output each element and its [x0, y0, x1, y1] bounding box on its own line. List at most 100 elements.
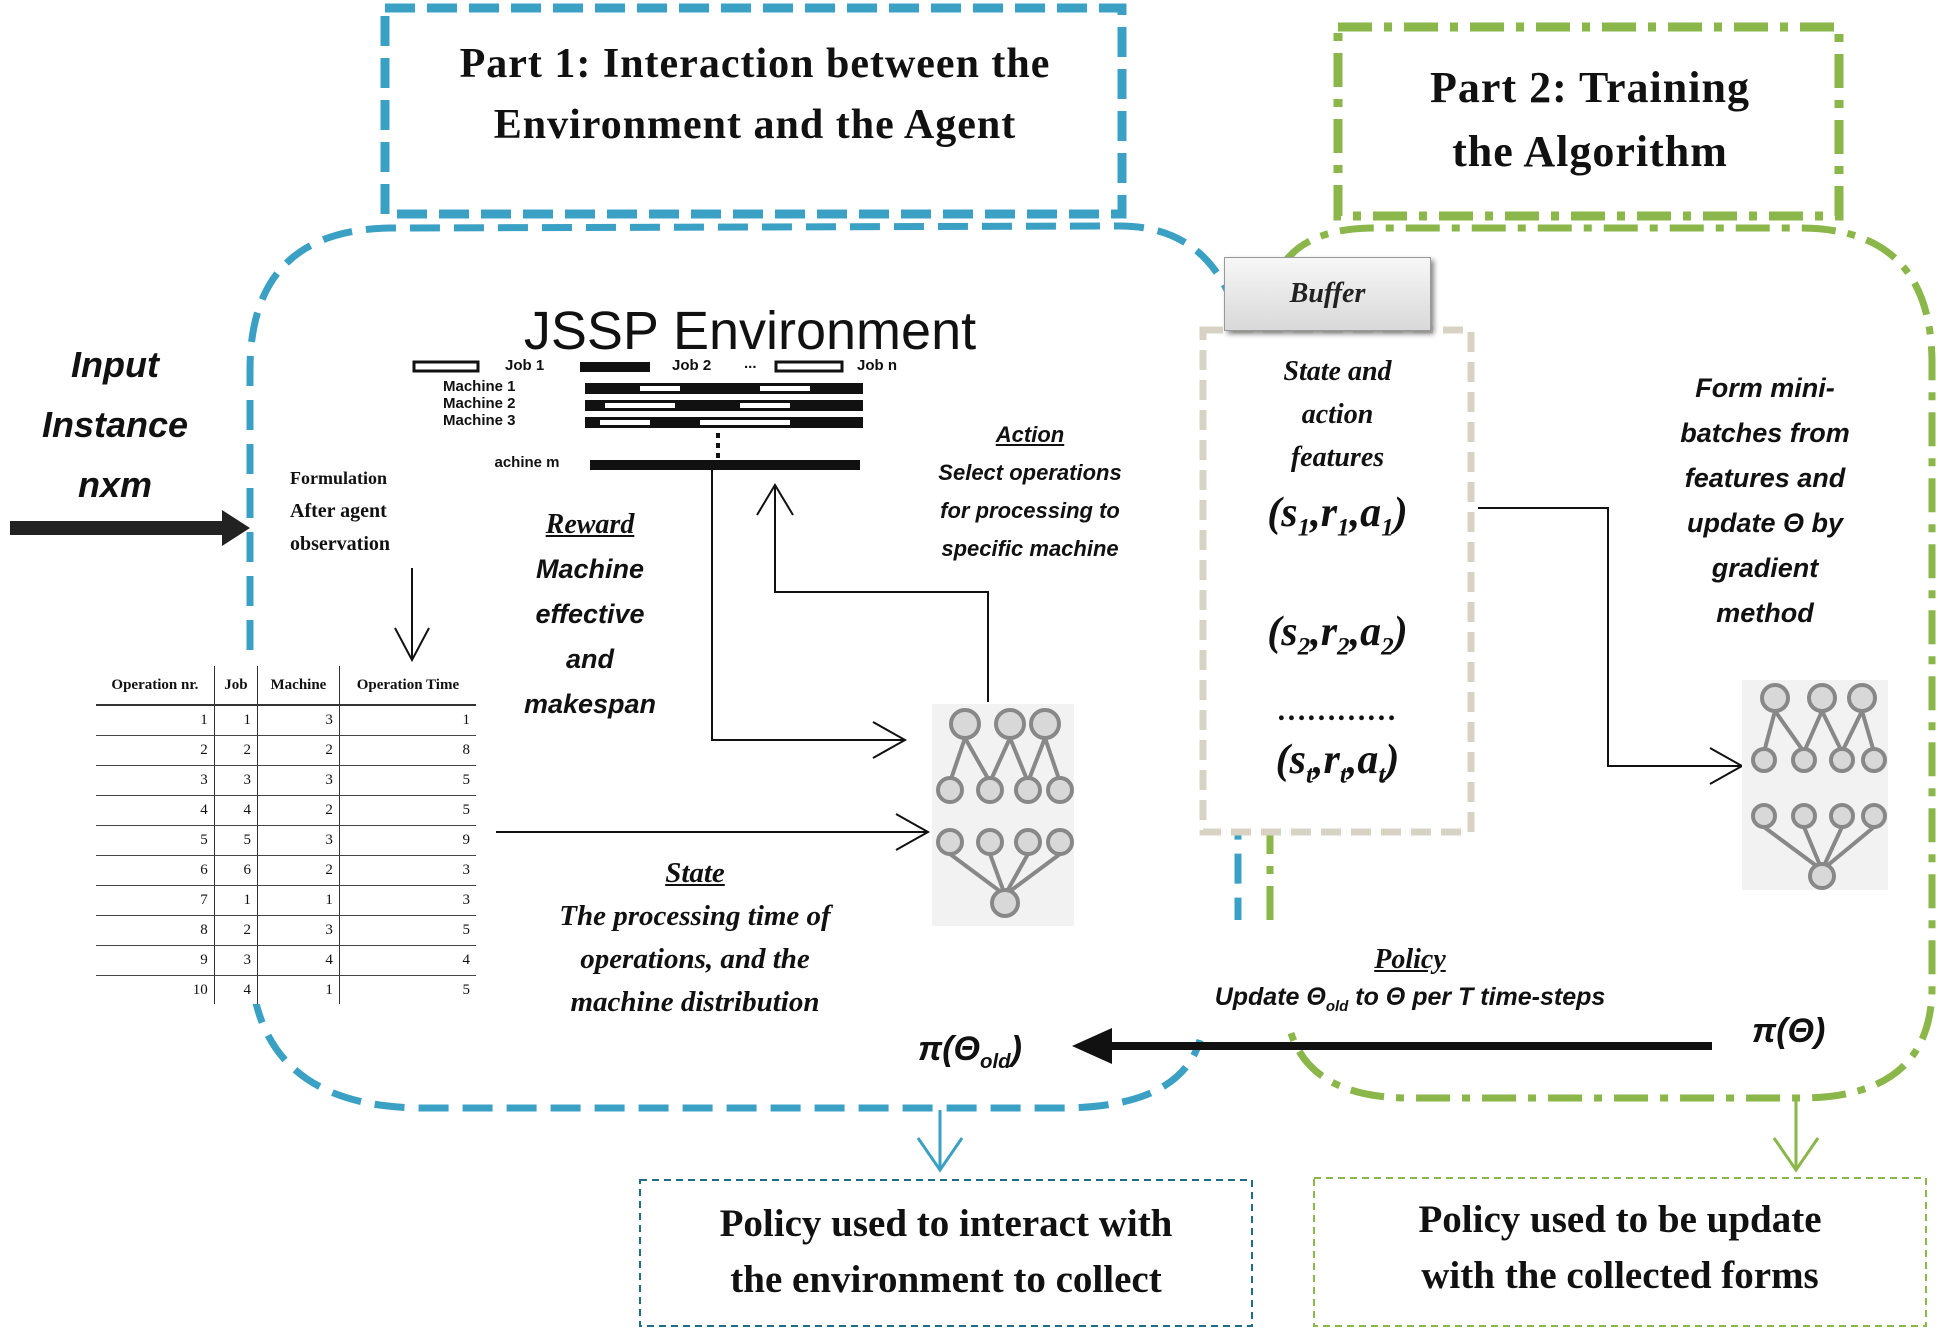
gantt-legend-job2: Job 2: [672, 357, 712, 374]
table-cell: 2: [257, 795, 340, 826]
part1-title-line1: Part 1: Interaction between the: [459, 41, 1051, 87]
environment-title: JSSP Environment: [523, 301, 977, 361]
gantt-machine1: Machine 1: [443, 378, 516, 395]
table-cell: 4: [96, 795, 215, 826]
pi-theta-old-label: π(Θold): [918, 1030, 1022, 1073]
table-cell: 3: [257, 915, 340, 946]
buffer-line1: State and: [1283, 356, 1392, 387]
input-instance-label: Input Instance nxm: [20, 335, 210, 515]
bottom-left-box: [639, 1179, 1253, 1327]
table-cell: 8: [338, 735, 476, 766]
table-cell: 4: [213, 975, 258, 1004]
table-cell: 1: [257, 975, 340, 1004]
pi-theta-label: π(Θ): [1752, 1012, 1826, 1050]
table-cell: 4: [213, 795, 258, 826]
table-cell: 1: [213, 705, 258, 736]
bottom-left-line1: Policy used to interact with: [719, 1202, 1173, 1245]
gantt-legend-jobn: Job n: [857, 357, 897, 374]
table-header-time: Operation Time: [338, 666, 476, 706]
table-cell: 3: [257, 705, 340, 736]
state-line2: operations, and the: [580, 943, 810, 975]
part1-title-box: [380, 3, 1127, 219]
input-line2: Instance: [41, 404, 189, 445]
input-arrow-head: [222, 510, 250, 546]
table-cell: 8: [96, 915, 215, 946]
buffer-label: Buffer: [1224, 257, 1431, 331]
formulation-line1: Formulation: [290, 468, 387, 488]
gantt-machine-m: Machine m: [494, 454, 560, 471]
table-header-operation: Operation nr.: [96, 666, 215, 706]
table-cell: 9: [338, 825, 476, 856]
table-header-row: Operation nr. Job Machine Operation Time: [96, 666, 476, 706]
buffer-tuple2: (s2,r2,a2): [1267, 609, 1408, 661]
table-cell: 2: [213, 735, 258, 766]
table-cell: 1: [338, 705, 476, 736]
buffer-tuple1: (s1,r1,a1): [1267, 490, 1408, 542]
reward-title: Reward: [545, 509, 635, 540]
action-connector: [774, 485, 989, 702]
table-cell: 5: [338, 765, 476, 796]
formulation-line3: observation: [290, 533, 390, 555]
bottom-right-box: [1313, 1177, 1927, 1327]
state-line3: machine distribution: [570, 986, 820, 1018]
table-cell: 2: [257, 855, 340, 886]
table-cell: 2: [257, 735, 340, 766]
interaction-region-border: [246, 222, 1242, 920]
gantt-legend-ellipsis: ...: [744, 355, 757, 372]
part1-title: Part 1: Interaction between the Environm…: [395, 34, 1115, 156]
buffer-tuple3: (st,rt,at): [1275, 736, 1400, 789]
reward-line2: effective: [535, 599, 645, 629]
table-cell: 5: [96, 825, 215, 856]
table-cell: 1: [213, 885, 258, 916]
operations-table: Operation nr. Job Machine Operation Time…: [96, 666, 476, 1004]
table-cell: 3: [213, 765, 258, 796]
minibatch-label: Form mini- batches from features and upd…: [1650, 366, 1880, 636]
table-cell: 4: [338, 945, 476, 976]
part2-title-line1: Part 2: Training: [1430, 63, 1750, 112]
table-cell: 2: [213, 915, 258, 946]
table-cell: 6: [213, 855, 258, 886]
part2-title-line2: the Algorithm: [1452, 126, 1728, 176]
table-cell: 3: [96, 765, 215, 796]
table-cell: 5: [338, 915, 476, 946]
table-cell: 10: [96, 975, 215, 1004]
bottom-left-text: Policy used to interact with the environ…: [642, 1196, 1250, 1308]
table-cell: 4: [257, 945, 340, 976]
formulation-label: Formulation After agent observation: [272, 462, 462, 561]
table-cell: 6: [96, 855, 215, 886]
buffer-line2: action: [1301, 399, 1374, 430]
reward-label: Reward Machine effective and makespan: [505, 502, 675, 727]
bottom-left-line2: the environment to collect: [730, 1258, 1162, 1301]
table-header-machine: Machine: [257, 666, 340, 706]
minibatch-line1: Form mini-: [1695, 373, 1835, 403]
table-cell: 3: [257, 765, 340, 796]
operations-table-container: Operation nr. Job Machine Operation Time…: [96, 666, 476, 1004]
formulation-line2: After agent: [290, 500, 387, 522]
reward-line4: makespan: [523, 689, 657, 719]
policy-title: Policy: [1374, 944, 1446, 975]
action-line1: Select operations: [938, 460, 1122, 485]
input-line1: Input: [71, 344, 159, 385]
table-cell: 5: [213, 825, 258, 856]
gantt-machine3: Machine 3: [443, 412, 516, 429]
table-header-job: Job: [213, 666, 258, 706]
minibatch-line5: gradient: [1711, 553, 1819, 583]
table-cell: 5: [338, 975, 476, 1004]
state-line1: The processing time of: [559, 900, 831, 932]
buffer-dots: …………: [1277, 693, 1398, 727]
table-cell: 2: [96, 735, 215, 766]
table-cell: 9: [96, 945, 215, 976]
action-title: Action: [995, 422, 1065, 447]
bottom-right-line1: Policy used to be update: [1418, 1198, 1822, 1241]
bottom-right-line2: with the collected forms: [1421, 1254, 1819, 1297]
